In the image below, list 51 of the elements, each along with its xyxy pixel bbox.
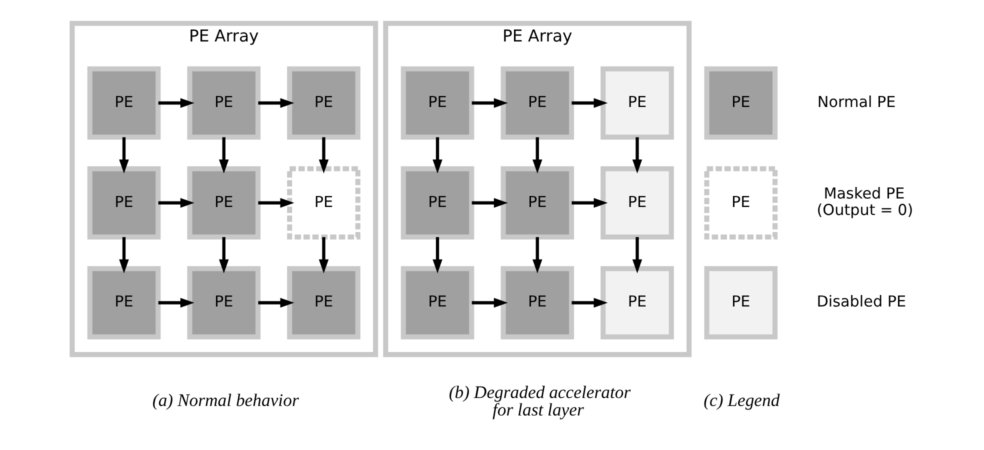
node-box: PE [400,266,474,340]
node-box: PE [600,166,674,240]
arrow [471,298,508,308]
node-label: Disabled PE [816,292,906,311]
arrow [158,98,194,108]
node-box: PE [286,166,360,240]
arrow [571,298,608,308]
node-box: PE [286,66,360,140]
arrow [471,198,508,208]
node-box: PE [86,266,160,340]
arrow [258,198,294,208]
label: (c) Legend [703,390,780,410]
arrow [532,137,542,174]
arrow [318,237,328,274]
arrow [158,298,194,308]
arrow [158,198,194,208]
arrow [571,198,608,208]
label: (b) Degraded accelerator for last layer [448,382,630,420]
node-box: PE [500,266,574,340]
node-box: PE [704,166,778,240]
node-box: PE [186,166,260,240]
arrow [532,237,542,274]
node-box: PE [600,266,674,340]
arrow [258,298,294,308]
arrow [432,237,442,274]
arrow [632,137,642,174]
node-box: PE [286,266,360,340]
arrow [258,98,294,108]
arrow [432,137,442,174]
node-label: Masked PE (Output = 0) [816,184,913,220]
node-box: PE [186,66,260,140]
label: (a) Normal behavior [152,390,298,410]
arrow [632,237,642,274]
arrow [571,98,608,108]
node-box: PE [500,66,574,140]
arrow [471,98,508,108]
node-box: PE [500,166,574,240]
node-box: PE [86,166,160,240]
arrow [318,137,328,174]
node-box: PE [186,266,260,340]
node-box: PE [400,66,474,140]
arrow [218,237,228,274]
arrow [218,137,228,174]
node-box: PE [400,166,474,240]
node-box: PE [704,266,778,340]
node-box: PE [704,66,778,140]
arrow [118,237,128,274]
arrow [118,137,128,174]
node-box: PE [600,66,674,140]
node-box: PE [86,66,160,140]
node-label: Normal PE [816,92,896,111]
